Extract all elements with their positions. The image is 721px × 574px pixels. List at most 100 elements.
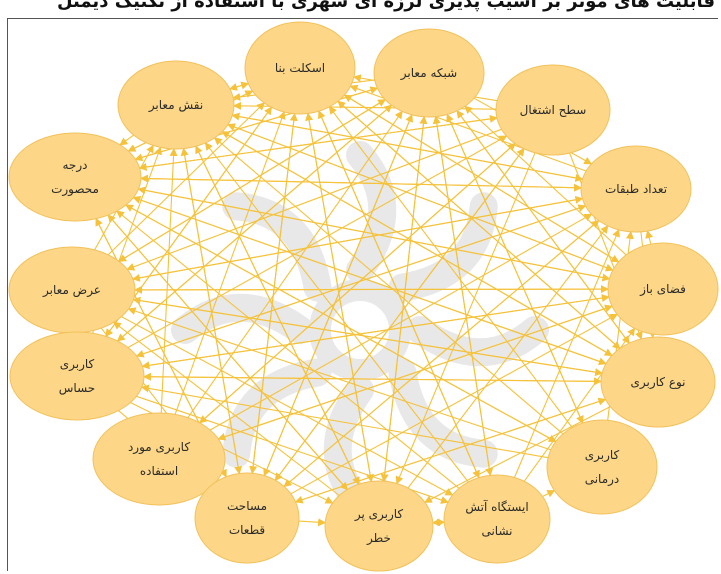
node-label: حساس — [59, 381, 95, 396]
node-label: اسکلت بنا — [275, 61, 325, 75]
edge-medical-to-sensitive — [140, 384, 549, 459]
node-shape — [443, 474, 551, 564]
node-medical: کاربری درمانی — [546, 419, 658, 515]
edge-width-to-fire — [121, 316, 454, 496]
edge-skeleton-to-hazard — [307, 113, 375, 483]
edge-role-to-skeleton — [229, 81, 250, 90]
edge-skeleton-to-fire — [318, 110, 480, 479]
edge-network-to-usetype — [456, 110, 630, 345]
node-label: نقش معابر — [148, 98, 203, 113]
edge-network-to-sensitive — [116, 104, 392, 342]
edge-medical-to-skeleton — [328, 106, 573, 428]
edge-open-to-used — [217, 305, 613, 441]
node-shape — [324, 480, 434, 572]
node-shape — [194, 472, 300, 564]
edge-sensitive-to-occupancy — [127, 135, 508, 348]
node-label: درجه — [63, 158, 88, 173]
edge-used-to-skeleton — [174, 111, 286, 415]
edge-fire-to-role — [204, 142, 469, 483]
node-label: قطعات — [229, 523, 265, 537]
edge-fire-to-floors — [513, 228, 620, 478]
node-occupancy: سطح اشتغال — [495, 64, 611, 156]
edge-hazard-to-enclosure — [107, 214, 348, 490]
edge-occupancy-to-parcel — [274, 148, 525, 482]
node-label: عرض معابر — [42, 283, 101, 298]
edge-floors-to-enclosure — [140, 174, 582, 189]
node-parcel: مساحت قطعات — [194, 472, 300, 564]
edge-role-to-open — [227, 124, 614, 272]
edge-role-to-usetype — [221, 131, 613, 356]
edge-occupancy-to-used — [199, 143, 516, 424]
node-shape — [600, 336, 716, 428]
edge-floors-to-width — [131, 198, 583, 282]
edge-network-to-width — [118, 99, 386, 262]
edge-skeleton-to-parcel — [249, 113, 296, 475]
edge-enclosure-to-medical — [125, 204, 557, 443]
node-label: کاربری مورد — [128, 440, 190, 455]
edge-network-to-hazard — [380, 116, 425, 483]
edge-network-to-medical — [446, 114, 584, 424]
node-width: عرض معابر — [8, 246, 136, 334]
node-shape — [495, 64, 611, 156]
edge-network-to-fire — [435, 116, 494, 477]
node-label: نشانی — [481, 524, 512, 538]
node-shape — [546, 419, 658, 515]
edge-fire-to-enclosure — [116, 210, 460, 489]
node-shape — [580, 145, 692, 233]
edge-used-to-floors — [209, 213, 593, 431]
edge-open-to-width — [134, 285, 609, 294]
node-shape — [8, 132, 142, 222]
edge-open-to-enclosure — [137, 186, 610, 280]
diagram-frame — [7, 18, 718, 571]
edge-usetype-to-sensitive — [143, 372, 602, 382]
edge-role-to-enclosure — [119, 134, 135, 146]
node-label: محصورت — [51, 182, 99, 197]
edge-usetype-to-parcel — [294, 398, 606, 504]
edge-role-to-parcel — [182, 148, 243, 475]
node-label: استفاده — [140, 464, 178, 478]
cropped-heading-strip: ﻗﺎﺑﻠﯿﺖ ﻫﺎی ﻣﻮﺛﺮ ﺑﺮ ﺁﺳﯿﺐ ﭘﺬﯾﺮی ﻟﺮزه ای ﺷﻬ… — [0, 0, 721, 16]
edge-skeleton-to-open — [344, 94, 620, 263]
node-shape — [117, 60, 235, 150]
edge-role-to-floors — [232, 114, 584, 182]
edge-used-to-network — [187, 110, 403, 419]
edge-skeleton-to-usetype — [337, 100, 621, 350]
node-shape — [244, 21, 356, 115]
node-shape — [92, 412, 226, 506]
node-label: درمانی — [585, 472, 620, 487]
node-usetype: نوع کاربری — [600, 336, 716, 428]
node-label: کاربری — [585, 448, 620, 463]
node-fire: ایستگاه آتش نشانی — [443, 474, 551, 564]
node-floors: تعداد طبقات — [580, 145, 692, 233]
node-role: نقش معابر — [117, 60, 235, 150]
node-enclosure: درجه محصورت — [8, 132, 142, 222]
node-label: کاربری پر — [354, 507, 404, 522]
edge-medical-to-width — [127, 307, 551, 451]
node-shape — [607, 242, 719, 336]
node-label: تعداد طبقات — [605, 182, 667, 196]
nodes-layer: اسکلت بنا شبکه معابر نقش معابر سطح اشتغال در… — [8, 21, 719, 572]
edge-floors-to-parcel — [283, 220, 600, 488]
edge-medical-to-role — [213, 137, 564, 435]
node-skeleton: اسکلت بنا — [244, 21, 356, 115]
edge-used-to-role — [160, 148, 178, 414]
node-open: فضای باز — [607, 242, 719, 336]
edge-role-to-hazard — [195, 146, 360, 486]
node-shape — [373, 28, 485, 118]
edge-network-to-parcel — [263, 114, 413, 477]
node-label: مساحت — [227, 499, 267, 513]
node-shape — [9, 331, 145, 421]
node-label: ایستگاه آتش — [465, 499, 528, 515]
edge-fire-to-medical — [542, 490, 556, 498]
cropped-heading-text: ﻗﺎﺑﻠﯿﺖ ﻫﺎی ﻣﻮﺛﺮ ﺑﺮ ﺁﺳﯿﺐ ﭘﺬﯾﺮی ﻟﺮزه ای ﺷﻬ… — [56, 0, 715, 12]
edge-hazard-to-fire — [432, 518, 446, 527]
node-label: نوع کاربری — [630, 375, 685, 390]
node-network: شبکه معابر — [373, 28, 485, 118]
edge-parcel-to-open — [290, 313, 618, 495]
node-label: فضای باز — [639, 282, 686, 297]
edge-open-to-floors — [645, 230, 654, 245]
node-used: کاربری مورد استفاده — [92, 412, 226, 506]
